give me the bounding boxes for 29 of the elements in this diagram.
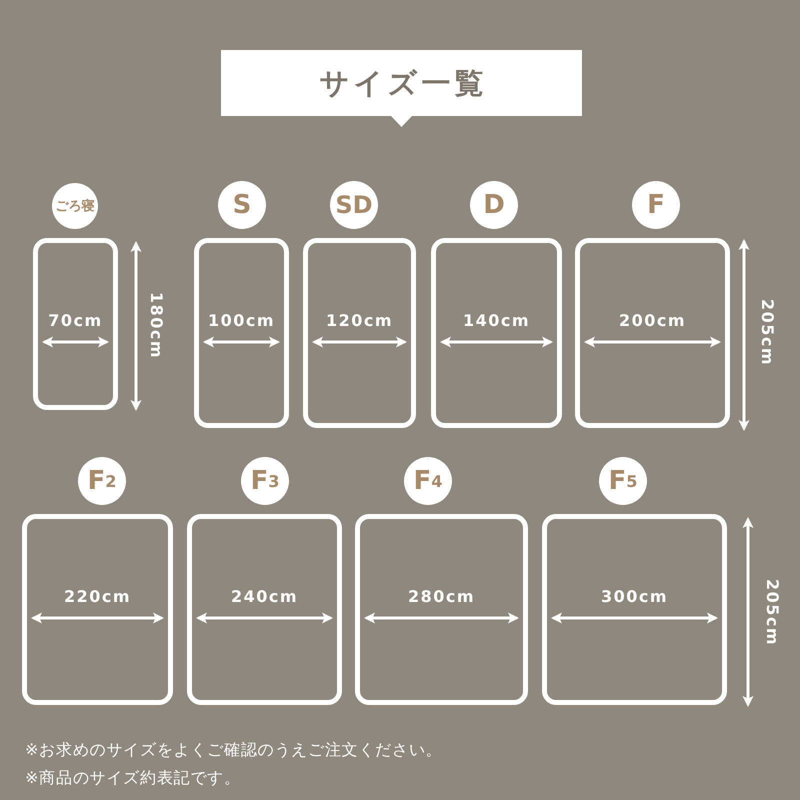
height-label: 205cm [757, 298, 777, 366]
width-label: 280cm [408, 587, 476, 607]
size-outline [22, 514, 173, 705]
size-outline [431, 238, 562, 428]
size-badge: S [218, 181, 266, 229]
width-label: 300cm [600, 587, 668, 607]
note-text: ※商品のサイズ約表記です。 [25, 767, 241, 789]
size-badge: F [632, 181, 680, 229]
title: サイズ一覧 [221, 50, 582, 127]
size-outline [575, 238, 730, 428]
size-badge: SD [330, 181, 378, 229]
height-label: 205cm [762, 578, 782, 646]
width-label: 240cm [230, 587, 298, 607]
size-outline [303, 238, 416, 428]
size-outline [542, 514, 727, 705]
width-label: 100cm [208, 311, 276, 331]
size-badge: D [470, 181, 518, 229]
size-outline [355, 514, 528, 705]
size-outline [187, 514, 342, 705]
size-badge: ごろ寝 [52, 183, 98, 229]
height-label: 180cm [146, 292, 166, 359]
width-label: 140cm [462, 311, 530, 331]
width-label: 120cm [326, 311, 394, 331]
width-label: 70cm [48, 311, 103, 331]
width-label: 220cm [64, 587, 132, 607]
width-label: 200cm [618, 311, 686, 331]
note-text: ※お求めのサイズをよくご確認のうえご注文ください。 [25, 739, 442, 761]
size-outline [194, 238, 289, 428]
size-outline [33, 238, 118, 410]
